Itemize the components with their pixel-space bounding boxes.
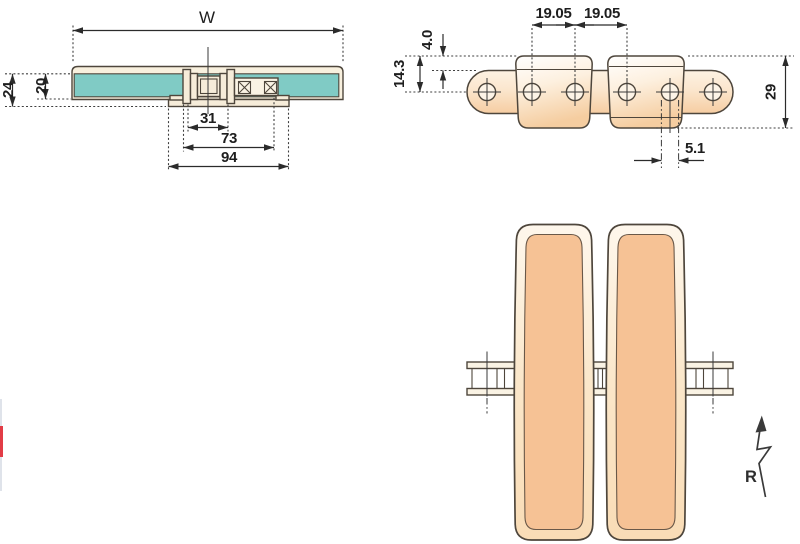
slat-base-left xyxy=(515,55,593,129)
slat-plate-left-panel xyxy=(523,233,585,531)
dim-label-73: 73 xyxy=(221,130,237,147)
hinge-flange-inner-left xyxy=(189,72,199,101)
dimension-edge-offset: 4.0 xyxy=(405,30,517,89)
dim-label-5-1: 5.1 xyxy=(685,140,705,157)
dimension-w: W xyxy=(72,8,344,63)
dimension-top-to-center: 14.3 xyxy=(391,56,468,93)
chain-link-right xyxy=(679,361,734,396)
link-side-bar xyxy=(466,69,734,115)
dim-label-14-3: 14.3 xyxy=(391,60,408,88)
dim-label-31: 31 xyxy=(200,110,216,127)
slat-plate-right-panel xyxy=(615,233,677,531)
chain-link-left xyxy=(466,361,521,396)
edge-red-mark xyxy=(0,426,3,457)
page-edge-mark xyxy=(0,399,3,491)
dimension-pin-diameter: 5.1 xyxy=(634,100,705,168)
hinge-flange-outer-left xyxy=(182,68,192,105)
hinge-flange-outer-right xyxy=(226,68,236,105)
dim-label-24: 24 xyxy=(0,81,17,98)
radius-arrowhead-icon xyxy=(755,415,767,433)
dim-label-29: 29 xyxy=(763,84,780,100)
dimension-total-height: 24 xyxy=(0,73,166,108)
chain-top-view: 19.05 19.05 4.0 14.3 29 xyxy=(391,5,794,168)
pin-holes xyxy=(473,78,727,133)
hinge-barrel-core xyxy=(199,78,218,95)
dim-label-w: W xyxy=(199,8,215,27)
dimension-overall-width: 94 xyxy=(167,108,290,171)
dimension-slat-thickness: 20 xyxy=(33,73,71,100)
dimension-pitch: 19.05 19.05 xyxy=(531,5,628,80)
side-elevation-view: W 24 20 31 73 xyxy=(0,8,344,171)
slat-plan-view: R xyxy=(466,223,773,541)
pin-cross-icon xyxy=(238,81,251,94)
dim-label-20: 20 xyxy=(33,78,50,94)
pin-cell-right xyxy=(263,80,278,95)
slat-base-right xyxy=(607,55,685,129)
radius-arrow-zigzag-icon xyxy=(755,425,773,498)
dim-label-pitch-b: 19.05 xyxy=(584,5,620,22)
dim-label-pitch-a: 19.05 xyxy=(535,5,571,22)
link-step-right xyxy=(275,94,290,101)
dimension-hub-width: 31 xyxy=(187,104,229,132)
radius-arrow: R xyxy=(745,415,773,498)
hinge-flange-inner-right xyxy=(219,72,228,101)
dimension-link-width: 73 xyxy=(182,98,275,152)
pin-cell-left xyxy=(237,80,252,95)
dim-label-94: 94 xyxy=(221,149,238,166)
dim-label-4-0: 4.0 xyxy=(419,30,436,50)
pin-cross-icon xyxy=(264,81,277,94)
link-step-left xyxy=(169,94,184,101)
radius-label: R xyxy=(745,468,757,486)
